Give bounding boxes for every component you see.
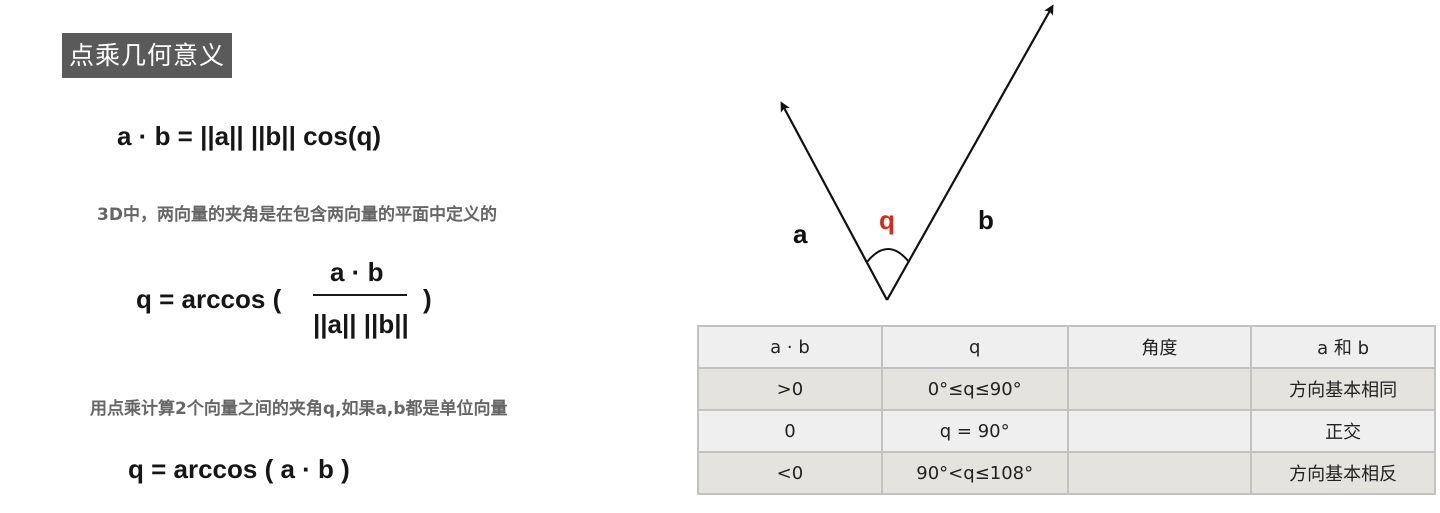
header-a-and-b: a 和 b [1250, 325, 1436, 369]
arccos-unit-formula: q = arccos ( a · b ) [128, 454, 350, 484]
section-title: 点乘几何意义 [62, 33, 232, 78]
cell-relation: 正交 [1250, 409, 1436, 453]
cell-relation: 方向基本相反 [1250, 451, 1436, 495]
header-dot-product: a · b [697, 325, 883, 369]
cell-angle-range: 0°≤q≤90° [880, 367, 1069, 411]
table-row: <0 90°<q≤108° 方向基本相反 [697, 451, 1436, 495]
arccos-numerator: a · b [330, 257, 384, 287]
header-angle-q: q [880, 325, 1069, 369]
note-3d-angle: 3D中，两向量的夹角是在包含两向量的平面中定义的 [97, 205, 497, 225]
arccos-formula-prefix: q = arccos ( [136, 284, 282, 314]
cell-angle-range: q = 90° [880, 409, 1069, 453]
angle-arc [866, 248, 910, 263]
cell-dot-sign: <0 [697, 451, 883, 495]
vector-b-arrow [886, 4, 1054, 301]
cell-degree [1066, 451, 1253, 495]
table-row: >0 0°≤q≤90° 方向基本相同 [697, 367, 1436, 411]
arccos-formula-suffix: ) [423, 284, 432, 314]
table-row: 0 q = 90° 正交 [697, 409, 1436, 453]
cell-angle-range: 90°<q≤108° [880, 451, 1069, 495]
arccos-denominator: ||a|| ||b|| [313, 309, 409, 339]
vector-angle-diagram [780, 4, 1054, 301]
cell-degree [1066, 367, 1253, 411]
cell-relation: 方向基本相同 [1250, 367, 1436, 411]
vector-a-arrow [780, 101, 888, 301]
table-header-row: a · b q 角度 a 和 b [697, 325, 1436, 369]
vector-b-label: b [978, 205, 994, 235]
dot-product-sign-table: a · b q 角度 a 和 b >0 0°≤q≤90° 方向基本相同 0 q … [697, 325, 1436, 495]
header-degree: 角度 [1066, 325, 1253, 369]
vector-a-label: a [793, 219, 808, 249]
note-unit-vectors: 用点乘计算2个向量之间的夹角q,如果a,b都是单位向量 [90, 399, 508, 419]
angle-q-label: q [879, 205, 895, 235]
dot-product-definition: a · b = ||a|| ||b|| cos(q) [117, 121, 382, 151]
cell-dot-sign: 0 [697, 409, 883, 453]
cell-dot-sign: >0 [697, 367, 883, 411]
fraction-line [313, 294, 407, 296]
cell-degree [1066, 409, 1253, 453]
